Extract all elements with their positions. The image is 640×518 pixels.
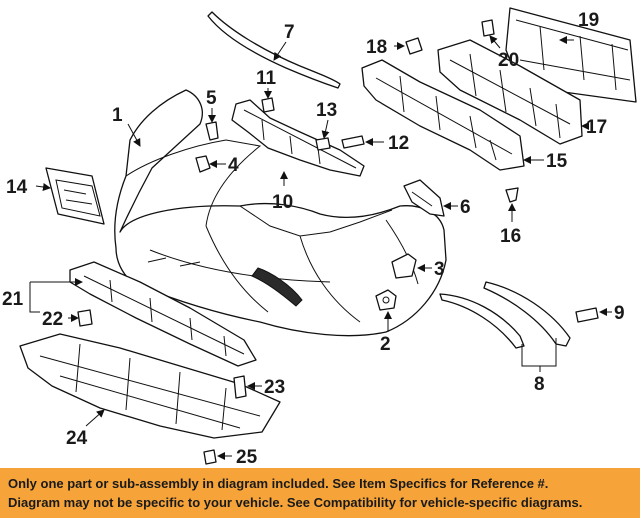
callout-7: 7 [284, 22, 295, 43]
callout-8: 8 [534, 374, 545, 395]
callout-12: 12 [388, 133, 409, 154]
part-7-seal-strip [207, 11, 341, 89]
part-15-absorber [361, 59, 525, 171]
callout-13: 13 [316, 100, 337, 121]
callout-4: 4 [228, 155, 239, 176]
callout-23: 23 [264, 377, 285, 398]
part-21-lower-absorber [69, 261, 257, 367]
part-10-bracket [231, 99, 365, 177]
disclaimer-line-2: Diagram may not be specific to your vehi… [8, 495, 583, 510]
disclaimer-banner: Only one part or sub-assembly in diagram… [0, 468, 640, 518]
part-23-bolt [233, 375, 247, 399]
callout-6: 6 [460, 197, 471, 218]
part-14-license-bracket [45, 167, 105, 225]
part-13-clip [315, 137, 331, 151]
callout-24: 24 [66, 428, 88, 449]
part-3-retainer [391, 253, 417, 279]
callout-1: 1 [112, 105, 123, 126]
part-17-absorber [437, 39, 583, 145]
callout-9: 9 [614, 303, 625, 324]
parts-diagram: 1 2 3 4 5 6 7 8 9 10 11 12 13 14 15 16 1… [2, 7, 637, 468]
callout-16: 16 [500, 226, 521, 247]
callout-labels: 1 2 3 4 5 6 7 8 9 10 11 12 13 14 15 16 1… [2, 10, 625, 468]
part-18-nut [405, 37, 423, 55]
callout-14: 14 [6, 177, 28, 198]
disclaimer-line-1: Only one part or sub-assembly in diagram… [8, 476, 549, 491]
callout-3: 3 [434, 259, 445, 280]
part-5-clip [205, 121, 219, 141]
part-8-bezels [439, 281, 571, 349]
callout-19: 19 [578, 10, 599, 31]
part-24-undercover [19, 333, 281, 439]
callout-5: 5 [206, 88, 217, 109]
callout-15: 15 [546, 151, 568, 172]
callout-10: 10 [272, 192, 293, 213]
part-6-side-bracket [403, 179, 445, 217]
callout-18: 18 [366, 37, 387, 58]
part-4-clip [195, 155, 211, 173]
callout-22: 22 [42, 309, 63, 330]
part-11-bolt [261, 97, 275, 113]
part-22-clip [77, 309, 93, 327]
part-9-screw [575, 307, 599, 323]
callout-2: 2 [380, 334, 391, 355]
part-16-clip [505, 187, 519, 203]
leader-lines [29, 35, 612, 460]
callout-21: 21 [2, 289, 24, 310]
callout-17: 17 [586, 117, 607, 138]
callout-25: 25 [236, 447, 258, 468]
callout-11: 11 [256, 68, 277, 89]
part-2-nut [375, 289, 397, 311]
callout-20: 20 [498, 50, 519, 71]
part-25-clip [203, 449, 217, 465]
part-20-clip [481, 19, 495, 37]
part-12-screw [341, 135, 365, 149]
